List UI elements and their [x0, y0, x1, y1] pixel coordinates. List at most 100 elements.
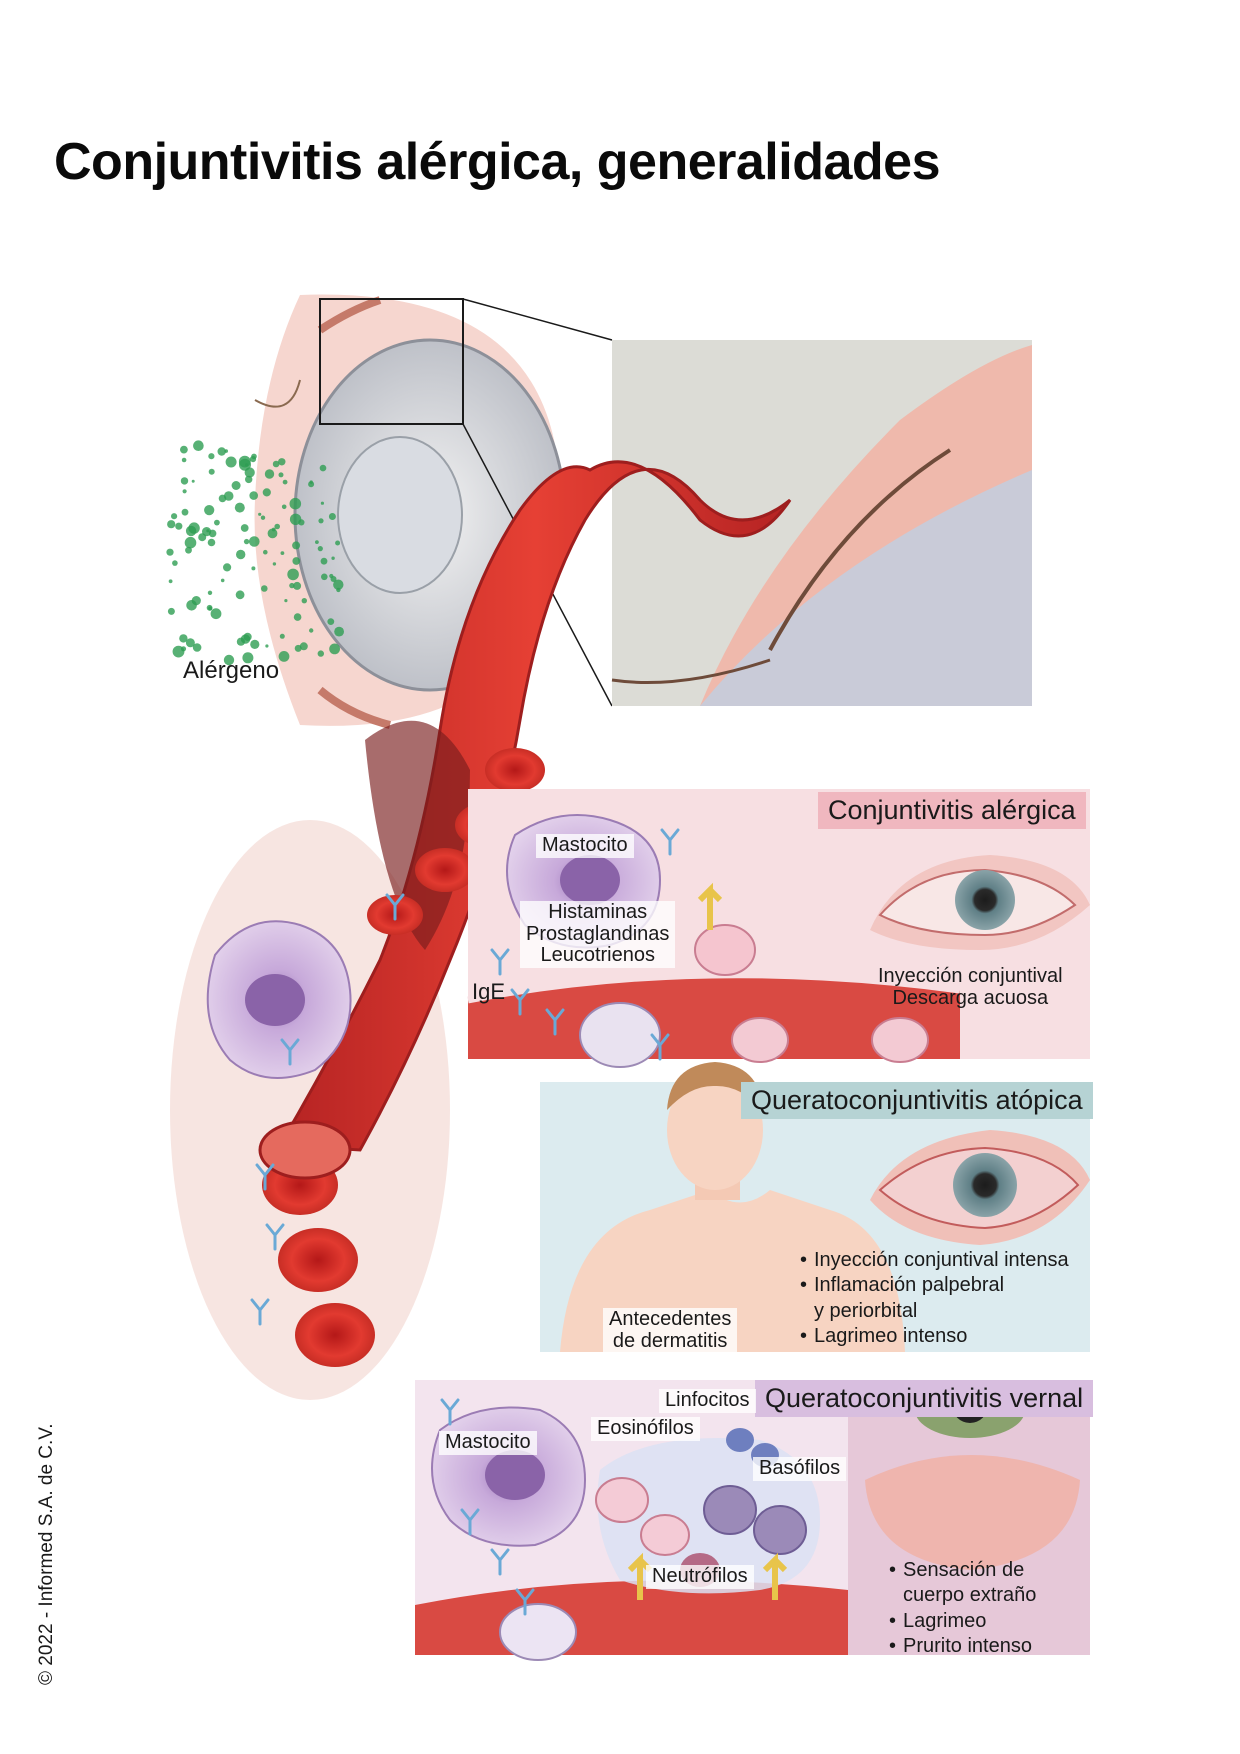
allergen-particle [271, 527, 276, 532]
allergen-particle [234, 502, 245, 513]
vernal-signs: Sensación de cuerpo extraño Lagrimeo Pru… [889, 1558, 1036, 1660]
allergen-particle [258, 512, 262, 516]
allergen-particle [171, 513, 178, 520]
allergen-particle [225, 456, 237, 468]
sign-item: Inyección conjuntival [878, 965, 1063, 987]
allergen-particle [329, 573, 334, 579]
allergen-particle [289, 582, 295, 589]
sign-item: Prurito intenso [889, 1634, 1036, 1660]
allergen-particle [242, 652, 254, 664]
copyright: © 2022 - Informed S.A. de C.V. [36, 1423, 57, 1686]
header-vernal-keratoconjunctivitis: Queratoconjuntivitis vernal [755, 1380, 1094, 1417]
ige-antibody [490, 1548, 510, 1576]
allergen-particle [287, 568, 299, 581]
allergen-particle [193, 440, 204, 452]
allergen-particle [218, 494, 227, 503]
allergen-particle [206, 529, 210, 533]
allergen-particle [210, 608, 222, 620]
page-title: Conjuntivitis alérgica, generalidades [54, 133, 941, 191]
allergen-particle [166, 548, 174, 556]
allergen-particle [238, 455, 251, 468]
basofilos-label: Basófilos [753, 1457, 847, 1481]
allergen-particle [235, 590, 245, 600]
allergen-particle [181, 508, 189, 516]
mediator-item: Prostaglandinas [526, 922, 670, 945]
mediators-list: Histaminas Prostaglandinas Leucotrienos [520, 901, 676, 968]
allergen-particle [207, 590, 213, 595]
allergen-particle [220, 578, 225, 583]
allergen-particle [236, 637, 245, 646]
allergen-particle [320, 557, 328, 565]
allergen-particle [231, 481, 241, 490]
mast-cell-label: Mastocito [536, 834, 634, 858]
allergen-particle [186, 600, 197, 611]
history-line: Antecedentes [609, 1308, 732, 1330]
allergen-particle [224, 449, 228, 453]
ige-antibody [250, 1298, 270, 1326]
allergen-particle [289, 513, 302, 525]
allergen-particle [188, 522, 200, 534]
allergen-particle [244, 467, 255, 478]
allergen-particle [308, 481, 315, 488]
allergen-particle [265, 644, 269, 648]
allergen-particle [245, 475, 253, 484]
sign-item: Sensación de [889, 1558, 1036, 1584]
allergen-particle [292, 557, 301, 565]
mediator-item: Leucotrienos [540, 944, 655, 967]
allergen-particle [328, 513, 336, 520]
allergen-particle [217, 447, 226, 456]
allergen-particle [278, 472, 284, 478]
sign-item: Inyección conjuntival intensa [800, 1248, 1069, 1274]
allergen-particle [206, 604, 213, 611]
allergen-particle [315, 540, 319, 544]
allergen-particle [301, 598, 307, 604]
allergen-particle [336, 587, 341, 593]
header-atopic-keratoconjunctivitis: Queratoconjuntivitis atópica [741, 1082, 1093, 1119]
mediator-item: Histaminas [548, 901, 648, 923]
allergen-particle [243, 538, 250, 545]
allergen-particle [327, 618, 335, 625]
allergen-particle [317, 546, 323, 552]
allergen-particle [321, 573, 328, 581]
sign-item: Lagrimeo intenso [800, 1324, 1069, 1350]
allergen-particle [251, 566, 256, 571]
allergen-particle [318, 518, 324, 524]
header-allergic-conjunctivitis: Conjuntivitis alérgica [818, 792, 1086, 829]
allergen-particle [167, 607, 175, 615]
ige-antibody [255, 1163, 275, 1191]
ige-antibody [650, 1033, 670, 1061]
ige-antibody [515, 1588, 535, 1616]
mast-cell-label-vernal: Mastocito [439, 1431, 537, 1455]
allergen-particle [185, 638, 195, 648]
ige-antibody [265, 1223, 285, 1251]
allergen-particle [191, 479, 195, 483]
eosinofilos-label: Eosinófilos [591, 1417, 700, 1441]
allergen-particle [331, 556, 335, 560]
allergen-particle [208, 453, 215, 460]
allergen-particle [293, 581, 302, 590]
allergen-particle [272, 562, 277, 566]
sign-item: Inflamación palpebral [800, 1273, 1069, 1299]
ige-antibody [385, 893, 405, 921]
allergen-particle [180, 445, 188, 454]
allergen-particle [278, 651, 290, 662]
allergen-particle [261, 585, 268, 592]
allergen-particle [279, 633, 285, 639]
allergen-particle [263, 549, 268, 555]
allergen-particle [249, 536, 260, 547]
allergen-particle [208, 529, 217, 538]
allergen-particle [282, 479, 288, 485]
allergen-particle [180, 477, 189, 485]
allergen-particle [262, 488, 271, 497]
allergen-particle [182, 489, 187, 494]
allergen-particle [240, 524, 249, 532]
allergen-particle [208, 468, 215, 475]
allergen-particle [180, 646, 187, 652]
allergen-particle [185, 546, 192, 554]
mast-cell-left [206, 920, 352, 1079]
ige-antibody [545, 1008, 565, 1036]
allergen-particle [172, 560, 178, 566]
allergen-particle [299, 642, 308, 651]
allergen-particles [166, 440, 344, 666]
